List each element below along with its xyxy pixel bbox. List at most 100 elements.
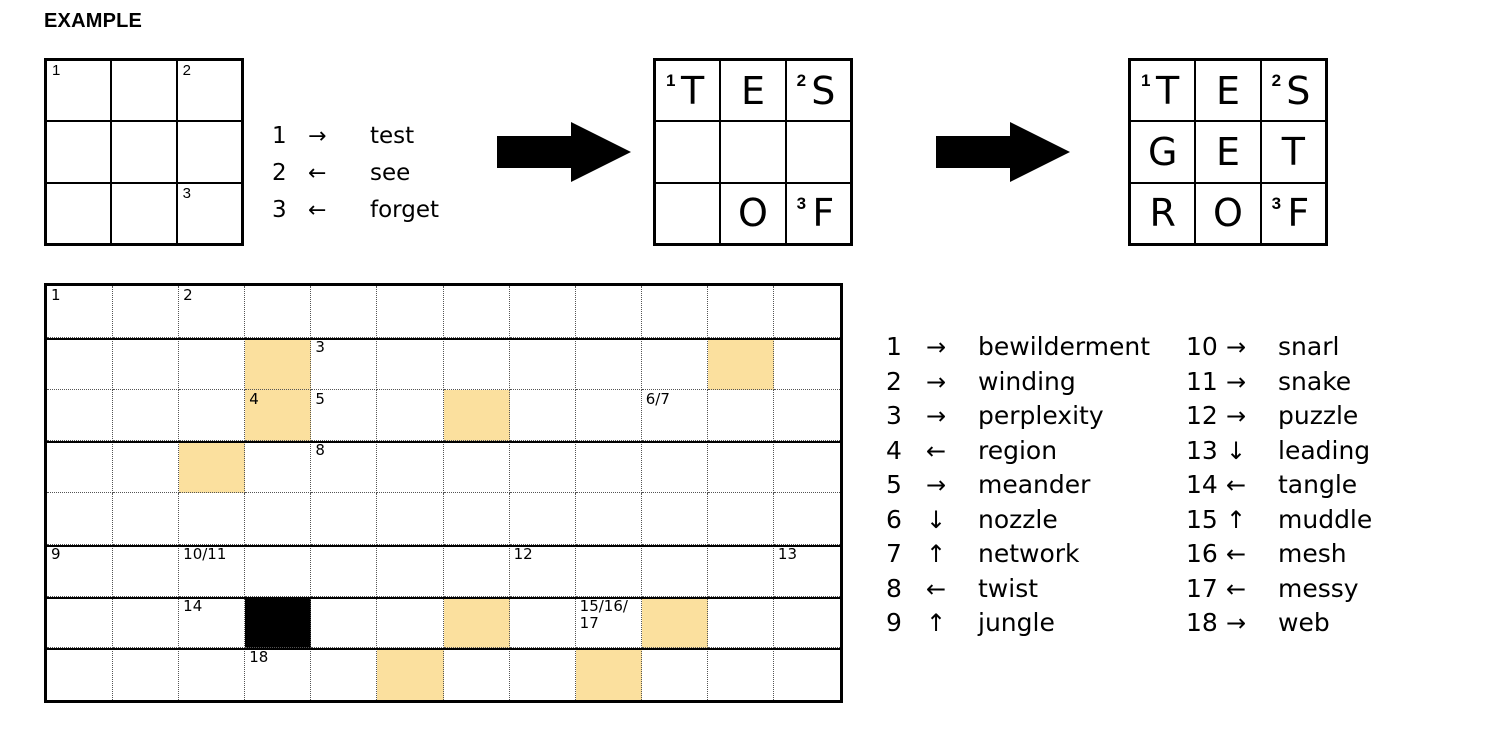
puzzle-cell-r5c1[interactable] [47,493,114,545]
puzzle-cell-r6c3[interactable]: 10/11 [179,544,246,597]
puzzle-cell-r1c12[interactable] [773,286,840,338]
example-empty-cell-r3c2[interactable] [112,183,176,243]
puzzle-cell-r2c11[interactable] [707,337,774,390]
puzzle-cell-r8c12[interactable] [773,648,840,700]
puzzle-cell-r8c6[interactable] [377,648,444,700]
puzzle-cell-r2c10[interactable] [641,337,708,390]
puzzle-cell-r7c3[interactable]: 14 [179,596,246,649]
puzzle-cell-r6c1[interactable]: 9 [47,544,114,597]
puzzle-cell-r3c5[interactable]: 5 [311,389,378,442]
example-partial-cell-r2c2[interactable] [721,122,785,182]
example-partial-cell-r3c1[interactable] [656,183,720,243]
puzzle-cell-r1c2[interactable] [113,286,180,338]
puzzle-cell-r7c12[interactable] [773,596,840,649]
example-empty-cell-r2c2[interactable] [112,122,176,182]
puzzle-cell-r4c3[interactable] [179,441,246,493]
puzzle-cell-r6c11[interactable] [707,544,774,597]
example-empty-cell-r3c1[interactable] [47,183,111,243]
example-empty-cell-r2c3[interactable] [177,122,241,182]
example-empty-cell-r1c2[interactable] [112,61,176,121]
puzzle-cell-r3c8[interactable] [509,389,576,442]
puzzle-cell-r7c2[interactable] [113,596,180,649]
puzzle-cell-r3c12[interactable] [773,389,840,442]
example-solved-cell-r3c2[interactable]: O [1196,183,1260,243]
puzzle-cell-r8c5[interactable] [311,648,378,700]
puzzle-cell-r1c5[interactable] [311,286,378,338]
puzzle-cell-r7c9[interactable]: 15/16/ 17 [575,596,642,649]
example-solved-cell-r1c2[interactable]: E [1196,61,1260,121]
puzzle-cell-r4c11[interactable] [707,441,774,493]
puzzle-cell-r2c4[interactable] [245,337,312,390]
puzzle-cell-r1c3[interactable]: 2 [179,286,246,338]
puzzle-cell-r6c8[interactable]: 12 [509,544,576,597]
puzzle-cell-r8c4[interactable]: 18 [245,648,312,700]
example-solved-cell-r3c1[interactable]: R [1131,183,1195,243]
puzzle-cell-r2c5[interactable]: 3 [311,337,378,390]
example-empty-cell-r1c3[interactable]: 2 [177,61,241,121]
puzzle-cell-r6c7[interactable] [443,544,510,597]
puzzle-cell-r4c7[interactable] [443,441,510,493]
example-empty-cell-r2c1[interactable] [47,122,111,182]
example-partial-cell-r1c2[interactable]: E [721,61,785,121]
puzzle-cell-r6c5[interactable] [311,544,378,597]
puzzle-cell-r5c4[interactable] [245,493,312,545]
example-solved-cell-r2c2[interactable]: E [1196,122,1260,182]
puzzle-cell-r4c2[interactable] [113,441,180,493]
puzzle-cell-r1c9[interactable] [575,286,642,338]
example-partial-cell-r2c3[interactable] [786,122,850,182]
puzzle-cell-r3c11[interactable] [707,389,774,442]
puzzle-cell-r7c6[interactable] [377,596,444,649]
puzzle-cell-r3c9[interactable] [575,389,642,442]
puzzle-cell-r3c1[interactable] [47,389,114,442]
puzzle-cell-r8c11[interactable] [707,648,774,700]
puzzle-cell-r7c7[interactable] [443,596,510,649]
puzzle-cell-r1c11[interactable] [707,286,774,338]
puzzle-cell-r5c5[interactable] [311,493,378,545]
example-empty-cell-r1c1[interactable]: 1 [47,61,111,121]
puzzle-cell-r5c3[interactable] [179,493,246,545]
puzzle-cell-r4c6[interactable] [377,441,444,493]
puzzle-cell-r7c5[interactable] [311,596,378,649]
puzzle-cell-r6c2[interactable] [113,544,180,597]
puzzle-cell-r2c6[interactable] [377,337,444,390]
puzzle-cell-r3c6[interactable] [377,389,444,442]
puzzle-cell-r1c8[interactable] [509,286,576,338]
puzzle-cell-r4c4[interactable] [245,441,312,493]
puzzle-cell-r2c1[interactable] [47,337,114,390]
puzzle-cell-r5c11[interactable] [707,493,774,545]
puzzle-cell-r6c10[interactable] [641,544,708,597]
example-partial-cell-r2c1[interactable] [656,122,720,182]
puzzle-cell-r8c8[interactable] [509,648,576,700]
puzzle-cell-r3c2[interactable] [113,389,180,442]
puzzle-cell-r5c9[interactable] [575,493,642,545]
puzzle-cell-r2c2[interactable] [113,337,180,390]
puzzle-cell-r1c6[interactable] [377,286,444,338]
puzzle-cell-r4c9[interactable] [575,441,642,493]
puzzle-cell-r5c6[interactable] [377,493,444,545]
puzzle-cell-r6c4[interactable] [245,544,312,597]
puzzle-cell-r4c5[interactable]: 8 [311,441,378,493]
example-empty-cell-r3c3[interactable]: 3 [177,183,241,243]
puzzle-cell-r8c7[interactable] [443,648,510,700]
puzzle-cell-r3c7[interactable] [443,389,510,442]
puzzle-cell-r2c7[interactable] [443,337,510,390]
puzzle-cell-r5c2[interactable] [113,493,180,545]
puzzle-cell-r8c3[interactable] [179,648,246,700]
puzzle-cell-r6c6[interactable] [377,544,444,597]
puzzle-cell-r1c7[interactable] [443,286,510,338]
puzzle-cell-r8c1[interactable] [47,648,114,700]
puzzle-cell-r5c7[interactable] [443,493,510,545]
puzzle-cell-r5c12[interactable] [773,493,840,545]
puzzle-cell-r1c1[interactable]: 1 [47,286,114,338]
puzzle-cell-r2c8[interactable] [509,337,576,390]
puzzle-cell-r7c8[interactable] [509,596,576,649]
puzzle-cell-r7c10[interactable] [641,596,708,649]
example-partial-cell-r3c2[interactable]: O [721,183,785,243]
puzzle-cell-r4c12[interactable] [773,441,840,493]
